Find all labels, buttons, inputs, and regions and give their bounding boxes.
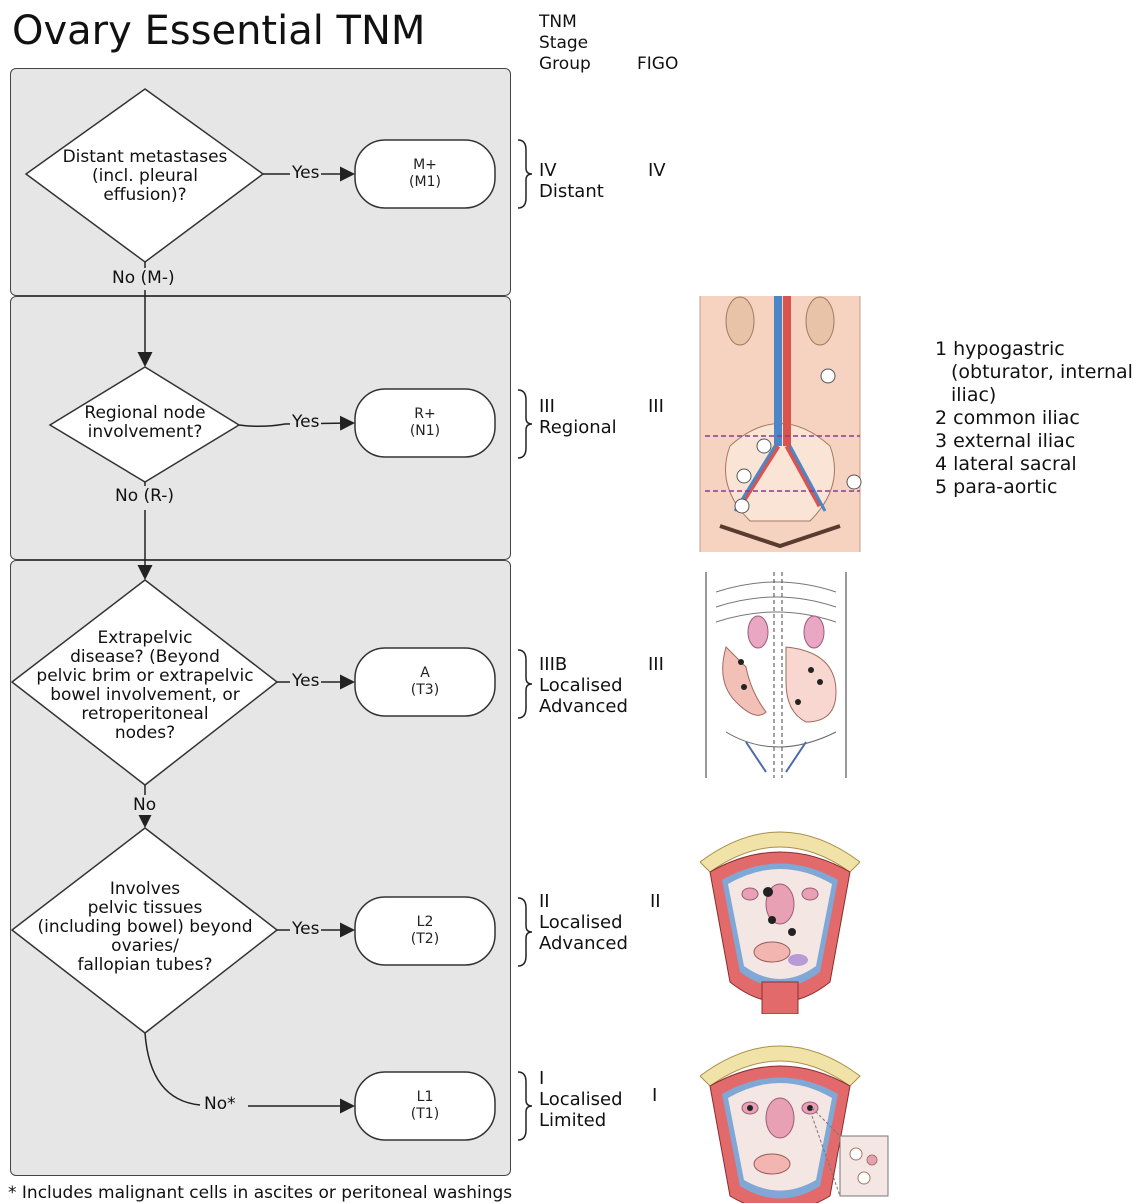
no-label-extrapelvic: No — [131, 795, 158, 815]
decision-text-extrapelvic: Extrapelvic disease? (Beyond pelvic brim… — [10, 629, 280, 743]
result-code: L1 — [355, 1089, 495, 1106]
stage-code: III — [539, 396, 617, 417]
lymph-node-illustration — [680, 296, 880, 552]
result-text-t3: A (T3) — [355, 665, 495, 699]
stage-name: Regional — [539, 417, 617, 438]
question-line: ovaries/ — [10, 937, 280, 956]
yes-label-regional: Yes — [290, 412, 321, 432]
legend-item: 4 lateral sacral — [935, 453, 1133, 476]
result-text-t2: L2 (T2) — [355, 914, 495, 948]
stage-code: I — [539, 1068, 623, 1089]
result-text-m1: M+ (M1) — [355, 157, 495, 191]
no-label-pelvic: No* — [202, 1094, 238, 1114]
decision-text-distant: Distant metastases (incl. pleural effusi… — [40, 148, 250, 205]
figo-iii-localised: III — [648, 654, 664, 675]
figo-iii-regional: III — [648, 396, 664, 417]
result-tnm: (M1) — [355, 174, 495, 191]
result-code: R+ — [355, 406, 495, 423]
result-code: A — [355, 665, 495, 682]
result-tnm: (T1) — [355, 1106, 495, 1123]
question-line: disease? (Beyond — [10, 648, 280, 667]
question-line: involvement? — [60, 423, 230, 442]
stage-code: IIIB — [539, 654, 628, 675]
stage-name: Distant — [539, 181, 604, 202]
legend-item: 5 para-aortic — [935, 476, 1133, 499]
result-code: L2 — [355, 914, 495, 931]
pelvis-stage-ii-illustration — [700, 822, 860, 1014]
stage-name: Advanced — [539, 933, 628, 954]
no-arrow-pelvic — [145, 1033, 200, 1105]
question-line: fallopian tubes? — [10, 956, 280, 975]
result-tnm: (T3) — [355, 682, 495, 699]
stage-group-iv: IV Distant — [539, 160, 604, 202]
stage-name: Localised — [539, 675, 628, 696]
stage-group-ii: II Localised Advanced — [539, 891, 628, 954]
legend-item: 2 common iliac — [935, 407, 1133, 430]
no-label-regional: No (R-) — [113, 486, 176, 506]
question-line: pelvic brim or extrapelvic — [10, 667, 280, 686]
figo-i: I — [652, 1085, 657, 1106]
yes-label-extrapelvic: Yes — [290, 671, 321, 691]
stage-name: Limited — [539, 1110, 623, 1131]
stage-bracket-iiib — [518, 650, 532, 718]
question-line: pelvic tissues — [10, 899, 280, 918]
stage-code: IV — [539, 160, 604, 181]
no-label-distant: No (M-) — [110, 268, 177, 288]
question-line: Involves — [10, 880, 280, 899]
result-tnm: (T2) — [355, 931, 495, 948]
result-code: M+ — [355, 157, 495, 174]
question-line: retroperitoneal — [10, 705, 280, 724]
footnote: * Includes malignant cells in ascites or… — [8, 1183, 512, 1203]
stage-group-iiib: IIIB Localised Advanced — [539, 654, 628, 717]
stage-group-iii: III Regional — [539, 396, 617, 438]
stage-name: Localised — [539, 912, 628, 933]
stage-bracket-i — [518, 1072, 532, 1140]
legend-item: 1 hypogastric — [935, 338, 1133, 361]
question-line: effusion)? — [40, 186, 250, 205]
yes-label-pelvic: Yes — [290, 919, 321, 939]
result-text-t1: L1 (T1) — [355, 1089, 495, 1123]
legend-item: (obturator, internal — [935, 361, 1133, 384]
decision-text-regional: Regional node involvement? — [60, 404, 230, 442]
pelvis-stage-i-illustration — [700, 1036, 890, 1203]
question-line: nodes? — [10, 724, 280, 743]
result-text-n1: R+ (N1) — [355, 406, 495, 440]
question-line: bowel involvement, or — [10, 686, 280, 705]
decision-text-pelvic: Involves pelvic tissues (including bowel… — [10, 880, 280, 975]
question-line: Regional node — [60, 404, 230, 423]
stage-bracket-ii — [518, 898, 532, 966]
yes-label-distant: Yes — [290, 163, 321, 183]
lymph-node-legend: 1 hypogastric (obturator, internal iliac… — [935, 338, 1133, 499]
question-line: (incl. pleural — [40, 167, 250, 186]
figo-ii: II — [650, 891, 661, 912]
legend-item: iliac) — [935, 384, 1133, 407]
abdomen-illustration — [686, 572, 866, 778]
figo-iv: IV — [648, 160, 666, 181]
legend-item: 3 external iliac — [935, 430, 1133, 453]
question-line: Distant metastases — [40, 148, 250, 167]
result-tnm: (N1) — [355, 423, 495, 440]
stage-code: II — [539, 891, 628, 912]
question-line: Extrapelvic — [10, 629, 280, 648]
stage-bracket-iii — [518, 390, 532, 458]
question-line: (including bowel) beyond — [10, 918, 280, 937]
stage-group-i: I Localised Limited — [539, 1068, 623, 1131]
stage-bracket-iv — [518, 140, 532, 208]
stage-name: Localised — [539, 1089, 623, 1110]
stage-name: Advanced — [539, 696, 628, 717]
